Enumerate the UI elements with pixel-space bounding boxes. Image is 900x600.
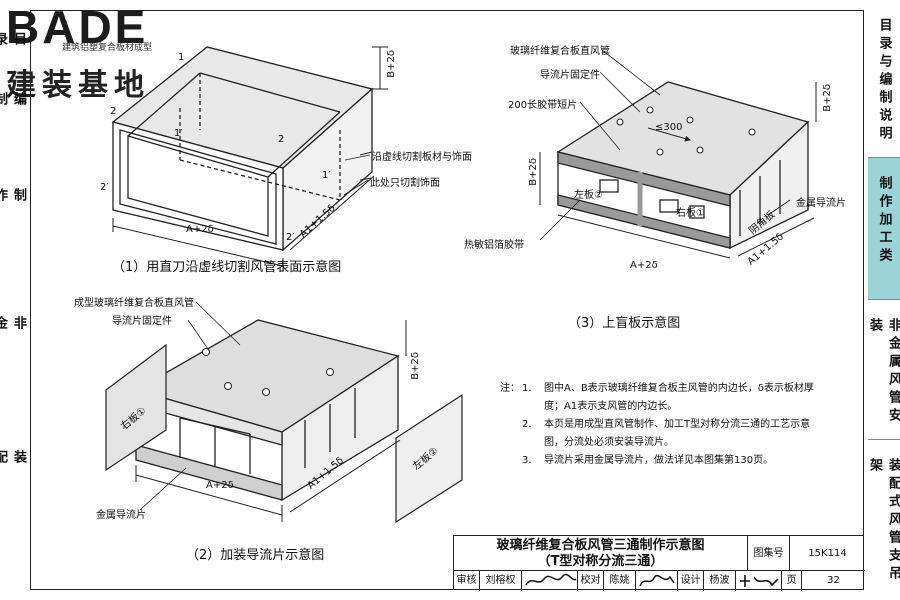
check-name: 陈姚: [604, 571, 636, 591]
fig1-point-1-top: 1: [178, 52, 185, 63]
notes-head: 注：: [500, 383, 520, 394]
note-item: 注： 1. 图中A、B表示玻璃纤维复合板主风管的内边长，δ表示板材厚度；A1表示…: [500, 380, 820, 416]
fig3-dim-height: B+2δ: [528, 158, 539, 186]
fig3-callout-duct: 玻璃纤维复合板直风管: [510, 46, 610, 57]
fig2-callout-fixing: 导流片固定件: [112, 316, 172, 327]
fig1-point-2-left: 2: [110, 106, 117, 117]
figure3-dimensions: [539, 82, 817, 259]
figure2-fixings: [202, 348, 334, 396]
fig3-callout-tape: 热敏铝箔胶带: [464, 240, 524, 251]
fig2-callout-vane: 金属导流片: [96, 510, 146, 521]
atlas-value: 15K114: [790, 536, 865, 571]
title-block: 玻璃纤维复合板风管三通制作示意图 （T型对称分流三通） 图集号 15K114 审…: [453, 535, 865, 591]
figure2-caption: （2）加装导流片示意图: [186, 548, 325, 563]
logo-tagline: 建筑铝塑复合板材成型: [62, 43, 153, 53]
note-item: 2. 本页是用成型直风管制作、加工T型对称分流三通的工艺示意图，分流处必须安装导…: [500, 416, 820, 452]
note-item: 3. 导流片采用金属导流片，做法详见本图集第130页。: [500, 452, 820, 470]
check-label: 校对: [578, 571, 604, 591]
fig3-callout-fixing: 导流片固定件: [540, 70, 600, 81]
drawing-title: 玻璃纤维复合板风管三通制作示意图 （T型对称分流三通）: [454, 536, 748, 571]
design-name: 杨波: [704, 571, 736, 591]
fig1-callout-cut-line: 沿虚线切割板材与饰面: [372, 152, 472, 163]
check-signature: [636, 571, 678, 591]
drawing-frame: [30, 10, 864, 590]
right-sidebar-item[interactable]: 装配式风管支吊架: [867, 440, 900, 600]
fig3-right-plate: 右板①: [676, 208, 705, 219]
right-sidebar-label: 目录与编制说明: [876, 18, 892, 144]
figure2-right-plate: [105, 343, 167, 472]
fig1-point-2p-bottom: 2′: [286, 232, 295, 243]
left-sidebar-item[interactable]: 编制说明: [0, 92, 26, 110]
review-signature: [522, 571, 578, 591]
right-sidebar-item[interactable]: 非金属风管安装: [867, 300, 900, 440]
fig3-callout-vane: 金属导流片: [796, 198, 846, 209]
left-sidebar-item[interactable]: 装配式风管支吊架: [0, 450, 26, 468]
figure1-dimensions: [112, 46, 388, 272]
figure1-caption: （1）用直刀沿虚线切割风管表面示意图: [112, 260, 342, 275]
right-sidebar: 目录与编制说明 制作加工类 非金属风管安装 装配式风管支吊架: [867, 0, 900, 600]
page-label: 页: [782, 571, 802, 591]
title-line1: 玻璃纤维复合板风管三通制作示意图: [496, 538, 705, 553]
note-text: 导流片采用金属导流片，做法详见本图集第130页。: [544, 455, 774, 466]
fig3-dim-width: A+2δ: [630, 260, 658, 271]
leader-lines: [139, 49, 791, 511]
note-text: 本页是用成型直风管制作、加工T型对称分流三通的工艺示意图，分流处必须安装导流片。: [544, 419, 811, 448]
review-label: 审核: [454, 571, 480, 591]
design-signature: [736, 571, 782, 591]
left-sidebar-item[interactable]: 制作加工类: [0, 188, 26, 206]
atlas-label: 图集号: [748, 536, 790, 571]
right-sidebar-item[interactable]: 目录与编制说明: [868, 0, 900, 158]
figure2-dimensions: [135, 320, 407, 522]
note-num: 3.: [522, 455, 532, 466]
left-sidebar-item[interactable]: 非金属风管安装: [0, 316, 26, 334]
review-name: 刘榕权: [480, 571, 522, 591]
fig1-point-1p-right: 1′: [322, 170, 331, 181]
page-value: 32: [827, 575, 840, 586]
logo: BADE 建筑铝塑复合板材成型 建装基地: [6, 1, 152, 103]
fig2-callout-duct: 成型玻璃纤维复合板直风管: [74, 298, 194, 309]
right-sidebar-label: 非金属风管安装: [867, 318, 900, 426]
fig3-dim-height-right: B+2δ: [822, 84, 833, 112]
fig3-callout-tape-short: 200长胶带短片: [508, 100, 578, 111]
fig1-point-1p: 1′: [174, 128, 183, 139]
notes: 注： 1. 图中A、B表示玻璃纤维复合板主风管的内边长，δ表示板材厚度；A1表示…: [500, 380, 820, 470]
fig3-left-plate: 左板②: [574, 190, 603, 201]
fig1-point-2p-left: 2′: [100, 182, 109, 193]
figure1-duct: [111, 46, 374, 252]
title-line2: （T型对称分流三通）: [537, 554, 664, 569]
left-sidebar-item[interactable]: 目录: [0, 32, 26, 50]
fig1-dim-width: A+2δ: [186, 224, 214, 235]
note-text: 图中A、B表示玻璃纤维复合板主风管的内边长，δ表示板材厚度；A1表示支风管的内边…: [544, 383, 814, 412]
figure2-left-plate: [395, 393, 463, 524]
note-num: 1.: [522, 383, 532, 394]
fig2-dim-height: B+2δ: [410, 352, 421, 380]
logo-brand: BADE: [6, 1, 149, 53]
logo-cn-name: 建装基地: [6, 68, 150, 103]
note-num: 2.: [522, 419, 532, 430]
figure2-duct: [134, 319, 400, 502]
fig1-point-2-right: 2: [278, 134, 285, 145]
fig1-dim-height: B+2δ: [386, 50, 397, 78]
right-sidebar-label: 装配式风管支吊架: [867, 458, 900, 584]
design-label: 设计: [678, 571, 704, 591]
right-sidebar-item-active[interactable]: 制作加工类: [868, 158, 900, 300]
right-sidebar-label: 制作加工类: [876, 176, 892, 266]
fig2-dim-width: A+2δ: [206, 480, 234, 491]
figure3-caption: （3）上盲板示意图: [568, 316, 681, 331]
fig1-callout-cut-face: 此处只切割饰面: [370, 178, 440, 189]
figure3-fixings: [616, 106, 756, 156]
fig3-spacing: ≤300: [655, 122, 683, 133]
